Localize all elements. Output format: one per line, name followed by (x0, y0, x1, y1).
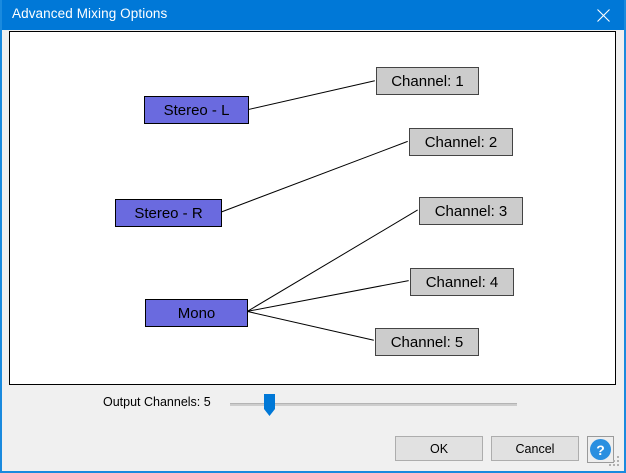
resize-grip-dot (617, 460, 619, 462)
resize-grip-dot (617, 456, 619, 458)
connection-line (248, 80, 375, 111)
output-channels-row: Output Channels: 5 (2, 392, 624, 420)
sink-node[interactable]: Channel: 5 (375, 328, 479, 356)
title-bar: Advanced Mixing Options (2, 0, 624, 30)
slider-track[interactable] (230, 403, 517, 406)
sink-node-label: Channel: 4 (425, 273, 499, 291)
sink-node-label: Channel: 3 (434, 202, 508, 220)
sink-node[interactable]: Channel: 2 (409, 128, 513, 156)
sink-node[interactable]: Channel: 3 (419, 197, 523, 225)
connection-line (221, 140, 408, 213)
source-node-label: Stereo - R (134, 204, 203, 222)
help-button[interactable]: ? (587, 436, 614, 463)
resize-grip-dot (609, 464, 611, 466)
close-button[interactable] (580, 0, 624, 30)
connection-line (247, 310, 374, 341)
resize-grip-dot (613, 460, 615, 462)
window-title: Advanced Mixing Options (12, 6, 168, 21)
source-node-label: Stereo - L (163, 101, 230, 119)
source-node-label: Mono (177, 304, 216, 322)
sink-node[interactable]: Channel: 4 (410, 268, 514, 296)
connection-line (247, 280, 409, 312)
resize-grip-dot (613, 464, 615, 466)
sink-node[interactable]: Channel: 1 (376, 67, 479, 95)
resize-grip[interactable] (609, 456, 621, 468)
connection-line (246, 209, 418, 312)
output-channels-label: Output Channels: 5 (103, 395, 211, 409)
ok-button[interactable]: OK (395, 436, 483, 461)
source-node[interactable]: Mono (145, 299, 248, 327)
sink-node-label: Channel: 2 (424, 133, 498, 151)
cancel-button[interactable]: Cancel (491, 436, 579, 461)
source-node[interactable]: Stereo - L (144, 96, 249, 124)
slider-thumb[interactable] (264, 394, 275, 416)
output-channels-slider[interactable] (230, 392, 517, 418)
connection-lines (221, 80, 418, 341)
routing-diagram-canvas[interactable]: Stereo - L Stereo - R Mono Channel: 1 Channe… (9, 31, 616, 385)
sink-node-label: Channel: 5 (390, 333, 464, 351)
source-node[interactable]: Stereo - R (115, 199, 222, 227)
close-x-icon (596, 8, 610, 22)
sink-node-label: Channel: 1 (391, 72, 464, 90)
question-mark-icon: ? (590, 439, 611, 460)
resize-grip-dot (617, 464, 619, 466)
